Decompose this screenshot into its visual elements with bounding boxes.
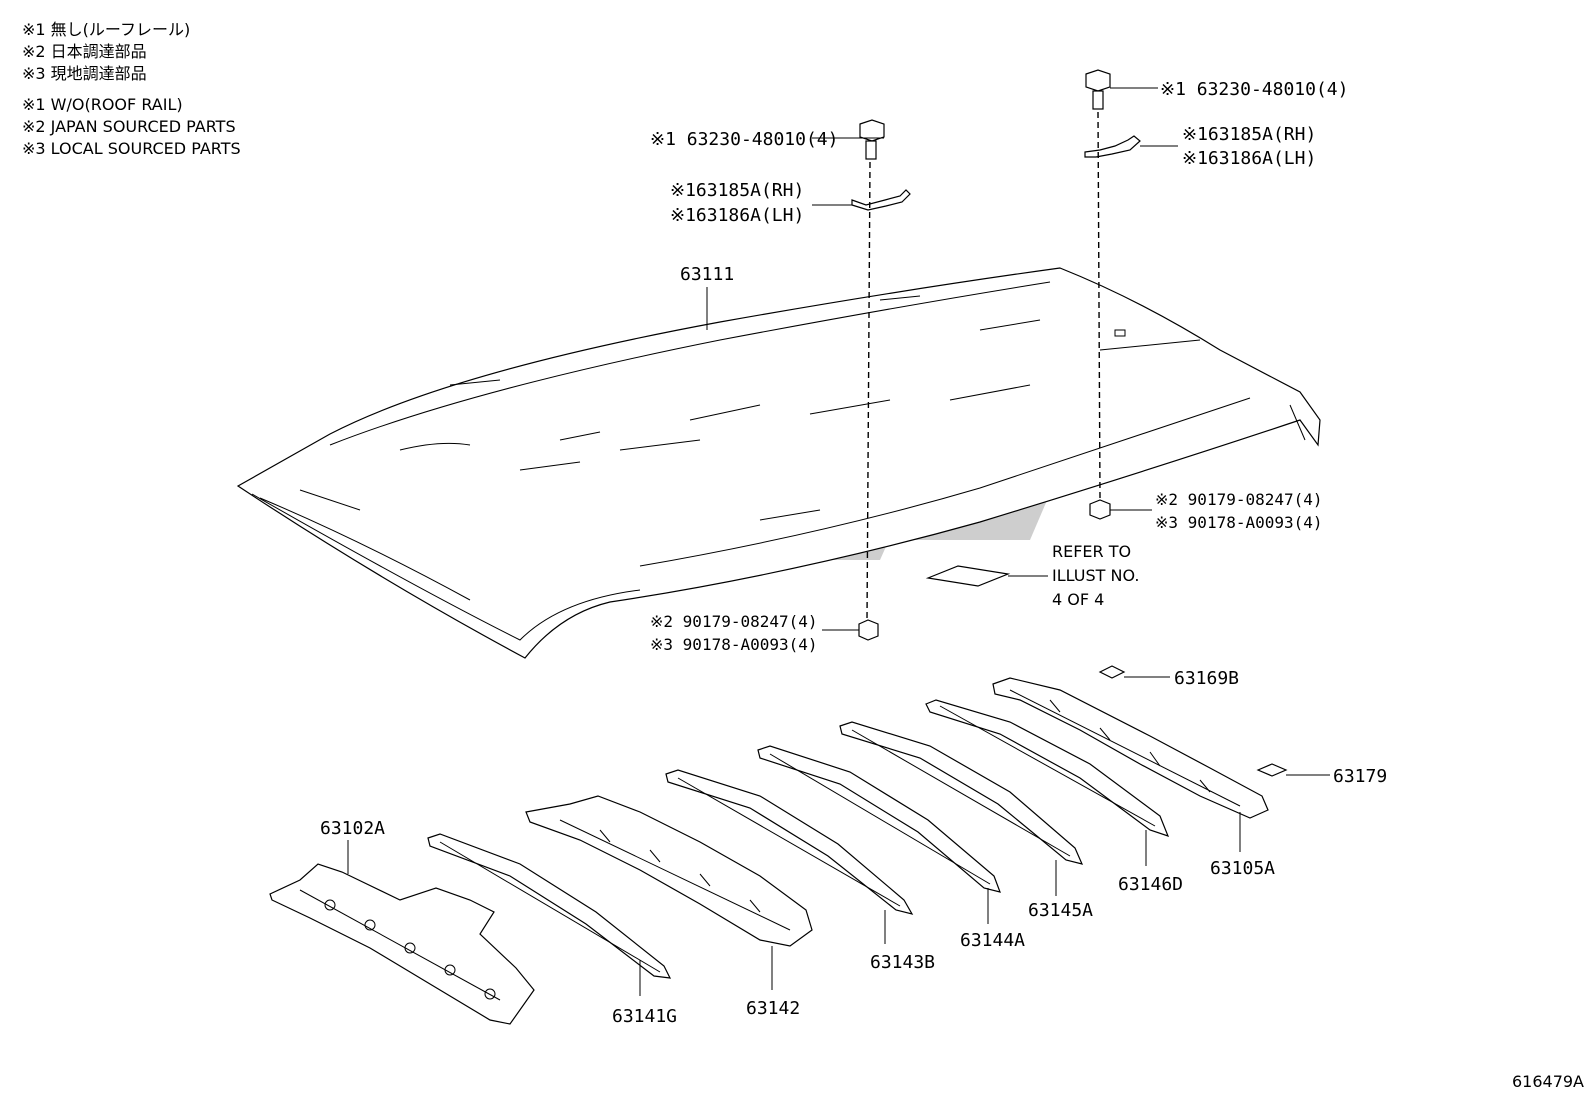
label-63141g: 63141G — [612, 1006, 677, 1027]
nut-left[interactable] — [858, 619, 879, 641]
label-bracket-left-lh: ※163186A(LH) — [670, 205, 804, 226]
label-63179: 63179 — [1333, 766, 1387, 787]
refer-line-3: 4 OF 4 — [1052, 590, 1104, 609]
note-en-1: ※1 W/O(ROOF RAIL) — [22, 95, 183, 114]
bolt-left[interactable] — [859, 119, 885, 160]
pad-63179[interactable] — [1256, 763, 1288, 777]
refer-line-1: REFER TO — [1052, 542, 1131, 561]
roof-panel-63111[interactable] — [236, 267, 1321, 659]
reinforcement-63142[interactable] — [525, 795, 813, 947]
bow-63143b[interactable] — [665, 769, 914, 915]
label-bracket-left-rh: ※163185A(RH) — [670, 180, 804, 201]
dashed-line-right — [1097, 111, 1101, 499]
bow-63145a[interactable] — [839, 721, 1084, 865]
note-en-3: ※3 LOCAL SOURCED PARTS — [22, 139, 241, 158]
label-nut-left-local: ※3 90178-A0093(4) — [650, 635, 818, 654]
illustration-id: 616479A — [1511, 1072, 1584, 1091]
label-63142: 63142 — [746, 998, 800, 1019]
nut-right[interactable] — [1089, 499, 1111, 520]
bow-63146d[interactable] — [925, 699, 1170, 837]
note-jp-3: ※3 現地調達部品 — [22, 64, 147, 83]
bolt-right[interactable] — [1085, 69, 1111, 110]
bracket-right[interactable] — [1084, 135, 1141, 158]
reinforcement-63102a[interactable] — [269, 863, 535, 1025]
bracket-left[interactable] — [851, 189, 911, 211]
label-bracket-right-lh: ※163186A(LH) — [1182, 148, 1316, 169]
reinforcement-63105a[interactable] — [992, 677, 1269, 819]
label-bolt-left: ※1 63230-48010(4) — [650, 129, 838, 150]
dashed-line-left — [866, 161, 871, 621]
label-63111: 63111 — [680, 264, 734, 285]
label-nut-right-jp: ※2 90179-08247(4) — [1155, 490, 1323, 509]
refer-line-2: ILLUST NO. — [1052, 566, 1139, 585]
label-63144a: 63144A — [960, 930, 1025, 951]
bow-63141g[interactable] — [427, 833, 672, 979]
label-63105a: 63105A — [1210, 858, 1275, 879]
label-63169b: 63169B — [1174, 668, 1239, 689]
label-bolt-right: ※1 63230-48010(4) — [1160, 79, 1348, 100]
label-nut-right-local: ※3 90178-A0093(4) — [1155, 513, 1323, 532]
label-bracket-right-rh: ※163185A(RH) — [1182, 124, 1316, 145]
label-63102a: 63102A — [320, 818, 385, 839]
note-jp-2: ※2 日本調達部品 — [22, 42, 147, 61]
note-jp-1: ※1 無し(ルーフレール) — [22, 20, 191, 39]
note-en-2: ※2 JAPAN SOURCED PARTS — [22, 117, 236, 136]
bow-63144a[interactable] — [757, 745, 1001, 893]
pad-63169b[interactable] — [1098, 665, 1126, 679]
label-63143b: 63143B — [870, 952, 935, 973]
label-63146d: 63146D — [1118, 874, 1183, 895]
label-nut-left-jp: ※2 90179-08247(4) — [650, 612, 818, 631]
label-63145a: 63145A — [1028, 900, 1093, 921]
sound-pad[interactable] — [925, 565, 1011, 587]
